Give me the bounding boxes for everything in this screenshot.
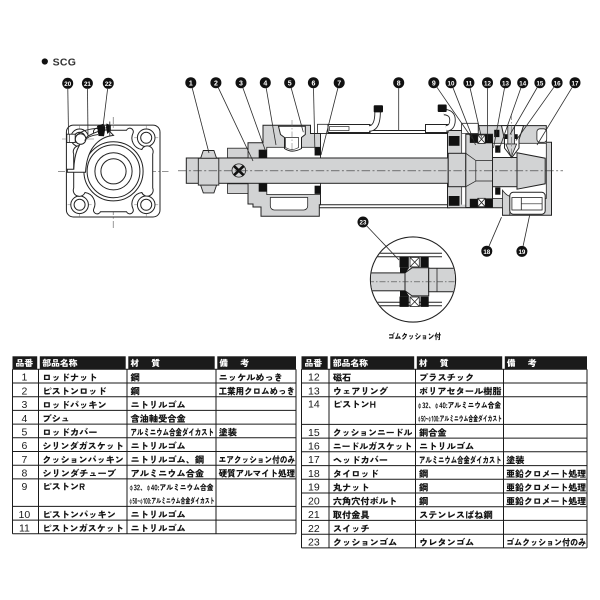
svg-text:18: 18 — [483, 249, 490, 256]
svg-text:2: 2 — [214, 80, 218, 87]
svg-text:SCG: SCG — [53, 56, 77, 68]
svg-text:15: 15 — [536, 80, 543, 87]
svg-text:15: 15 — [308, 427, 320, 439]
svg-text:6: 6 — [21, 440, 27, 452]
svg-text:21: 21 — [84, 81, 91, 88]
svg-text:20: 20 — [64, 81, 71, 88]
svg-text:11: 11 — [466, 80, 473, 87]
svg-text:19: 19 — [308, 482, 320, 494]
svg-text:17: 17 — [572, 80, 579, 87]
svg-text:10: 10 — [19, 509, 31, 521]
svg-text:9: 9 — [21, 481, 27, 493]
svg-text:23: 23 — [360, 220, 367, 227]
svg-text:5: 5 — [288, 80, 292, 87]
svg-text:11: 11 — [19, 523, 30, 535]
svg-text:16: 16 — [554, 80, 561, 87]
svg-text:8: 8 — [397, 80, 401, 87]
svg-text:5: 5 — [21, 427, 27, 439]
svg-text:14: 14 — [308, 399, 320, 411]
svg-text:22: 22 — [308, 523, 320, 535]
svg-text:23: 23 — [308, 537, 320, 549]
svg-text:17: 17 — [308, 454, 320, 466]
svg-text:16: 16 — [308, 441, 320, 453]
svg-text:4: 4 — [263, 80, 267, 87]
svg-text:7: 7 — [21, 454, 27, 466]
svg-text:22: 22 — [105, 81, 112, 88]
svg-text:12: 12 — [484, 80, 491, 87]
svg-text:13: 13 — [308, 385, 320, 397]
svg-text:14: 14 — [519, 80, 526, 87]
svg-text:7: 7 — [337, 80, 341, 87]
svg-text:9: 9 — [432, 80, 436, 87]
svg-text:20: 20 — [308, 495, 320, 507]
svg-text:10: 10 — [448, 80, 455, 87]
svg-text:1: 1 — [189, 80, 193, 87]
svg-text:1: 1 — [21, 372, 27, 384]
svg-text:12: 12 — [308, 372, 320, 384]
svg-text:6: 6 — [311, 80, 315, 87]
svg-text:13: 13 — [502, 80, 509, 87]
svg-text:2: 2 — [21, 385, 27, 397]
svg-text:19: 19 — [518, 249, 525, 256]
svg-text:8: 8 — [21, 468, 27, 480]
svg-text:18: 18 — [308, 468, 320, 480]
svg-text:4: 4 — [21, 413, 27, 425]
svg-text:21: 21 — [308, 509, 320, 521]
svg-text:3: 3 — [239, 80, 243, 87]
svg-text:3: 3 — [21, 399, 27, 411]
